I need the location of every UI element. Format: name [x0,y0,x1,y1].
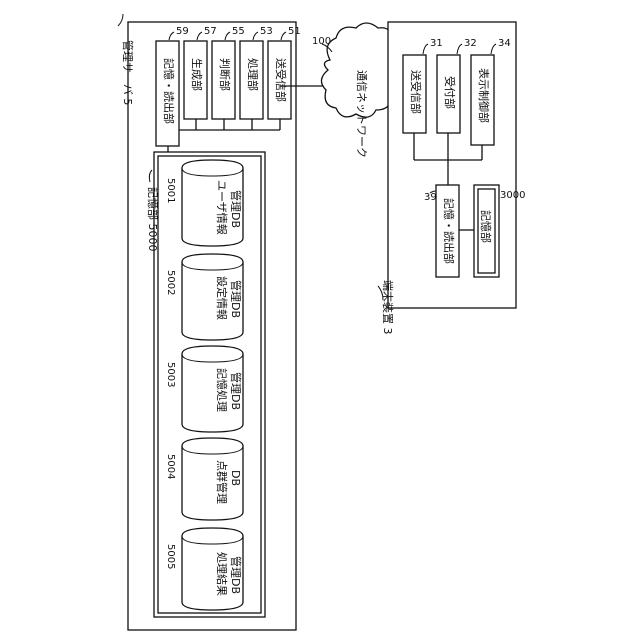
unit-label-51: 送受信部 [274,58,288,102]
t-unit-label-32: 受付部 [443,76,457,109]
server-leader [118,14,123,26]
server-title: 管理サーバ 5 [121,40,135,105]
unit-label-59: 記憶・読出部 [162,58,176,124]
unit-label-57: 生成部 [190,58,204,91]
db-id-5003: 5003 [165,362,176,387]
t-ref-31: 31 [430,38,443,49]
t-unit-label-39: 記憶・読出部 [442,198,456,264]
db-5002-label-2: 管理DB [229,280,243,318]
db-5005-label-2: 管理DB [229,556,243,594]
ref-57: 57 [204,26,217,37]
db-5001-label-2: 管理DB [229,190,243,228]
ref-59: 59 [176,26,189,37]
db-5003-label-1: 記憶処理 [215,368,229,412]
ref-51: 51 [288,26,301,37]
db-drums: 5001 5002 5003 5004 5005 ユーザ情報 管理DB 設定情報… [160,158,259,611]
unit-label-53: 処理部 [246,58,260,91]
db-5005-label-1: 処理結果 [215,552,229,596]
db-id-5004: 5004 [165,454,176,479]
ref-55: 55 [232,26,245,37]
unit-label-55: 判断部 [218,58,232,91]
t-ref-39: 39 [424,192,437,203]
storage-5000-label: 記憶部 5000 [146,187,160,252]
network-label: 通信ネットワーク [355,70,368,158]
t-unit-label-34: 表示制御部 [477,68,491,123]
terminal-device: 端末装置 3 送受信部 受付部 表示制御部 31 32 34 記憶・読出部 39… [378,22,525,335]
t-storage-label: 記憶部 [479,210,493,243]
db-id-5005: 5005 [165,544,176,569]
db-5004-label-2: DB [229,470,242,486]
t-unit-label-31: 送受信部 [409,70,423,114]
db-5003-label-2: 管理DB [229,372,243,410]
network-ref: 100 [312,36,331,47]
t-ref-32: 32 [464,38,477,49]
db-5001-label-1: ユーザ情報 [215,180,228,235]
db-id-5001: 5001 [165,178,176,203]
t-ref-3000: 3000 [500,190,525,201]
t-ref-34: 34 [498,38,511,49]
db-5004-label-1: 点群管理 [215,460,229,504]
db-5002-label-1: 設定情報 [215,276,229,320]
db-id-5002: 5002 [165,270,176,295]
terminal-title: 端末装置 3 [381,280,395,335]
ref-53: 53 [260,26,273,37]
